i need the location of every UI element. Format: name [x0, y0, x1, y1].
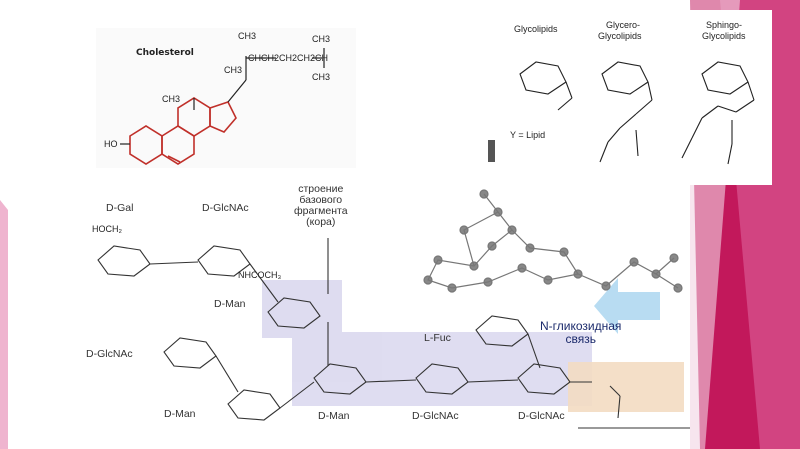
glycan-diagram: D-Gal D-GlcNAc строение базового фрагмен…	[78, 182, 690, 444]
n-link-label: N-гликозидная связь	[540, 320, 621, 346]
ch3-right-top-label: CH3	[312, 34, 331, 44]
molecular-model	[423, 189, 683, 293]
cholesterol-structure	[120, 48, 325, 165]
cholesterol-panel: Cholesterol CH3 CHCH2CH2CH2CH CH3 CH3 CH…	[96, 28, 356, 168]
ch3-ring-d-label: CH3	[224, 65, 243, 75]
d-glcnac-bottom1-label: D-GlcNAc	[412, 410, 459, 422]
core-label-line-1: строение	[298, 183, 344, 195]
ho-label: HO	[104, 139, 118, 149]
asn-highlight	[568, 362, 684, 412]
ch3-ring-c-label: CH3	[162, 94, 181, 104]
left-pink-edge	[0, 200, 8, 449]
d-gal-label: D-Gal	[106, 202, 134, 214]
sphingo-header-2: Glycolipids	[702, 31, 746, 41]
core-label-line-3: фрагмента	[294, 205, 348, 217]
glycero-header-1: Glycero-	[606, 20, 641, 30]
n-link-line-2: связь	[565, 332, 596, 346]
d-glcnac-top-label: D-GlcNAc	[202, 202, 249, 214]
side-chain-label: CHCH2CH2CH2CH	[248, 53, 329, 63]
glycan-structure	[97, 189, 690, 429]
sphingo-header-1: Sphingo-	[706, 20, 743, 30]
d-man-lower-left-label: D-Man	[164, 408, 196, 420]
glycolipids-header: Glycolipids	[514, 24, 558, 34]
glycolipids-panel: Glycolipids Glycero- Glycolipids Sphingo…	[496, 10, 772, 185]
d-glcnac-left-label: D-GlcNAc	[86, 348, 133, 360]
d-glcnac-bottom2-label: D-GlcNAc	[518, 410, 565, 422]
d-man-upper-label: D-Man	[214, 298, 246, 310]
n-link-line-1: N-гликозидная	[540, 319, 622, 333]
core-label-line-4: (кора)	[306, 216, 336, 228]
cholesterol-title: Cholesterol	[136, 48, 194, 58]
glycero-header-2: Glycolipids	[598, 31, 642, 41]
ch3-right-bottom-label: CH3	[312, 72, 331, 82]
l-fuc-label: L-Fuc	[424, 332, 451, 344]
nhcoch3-label: NHCOCH₃	[238, 270, 282, 280]
ch3-top-label: CH3	[238, 31, 257, 41]
glycolipid-structures	[519, 61, 755, 165]
d-man-bottom-label: D-Man	[318, 410, 350, 422]
core-label: строение базового фрагмента (кора)	[294, 184, 348, 228]
y-lipid-label: Y = Lipid	[510, 130, 546, 140]
hoch2-label: HOCH₂	[92, 224, 122, 234]
panel-grip	[488, 140, 495, 162]
n-link-arrow	[594, 278, 660, 334]
core-label-line-2: базового	[299, 194, 343, 206]
